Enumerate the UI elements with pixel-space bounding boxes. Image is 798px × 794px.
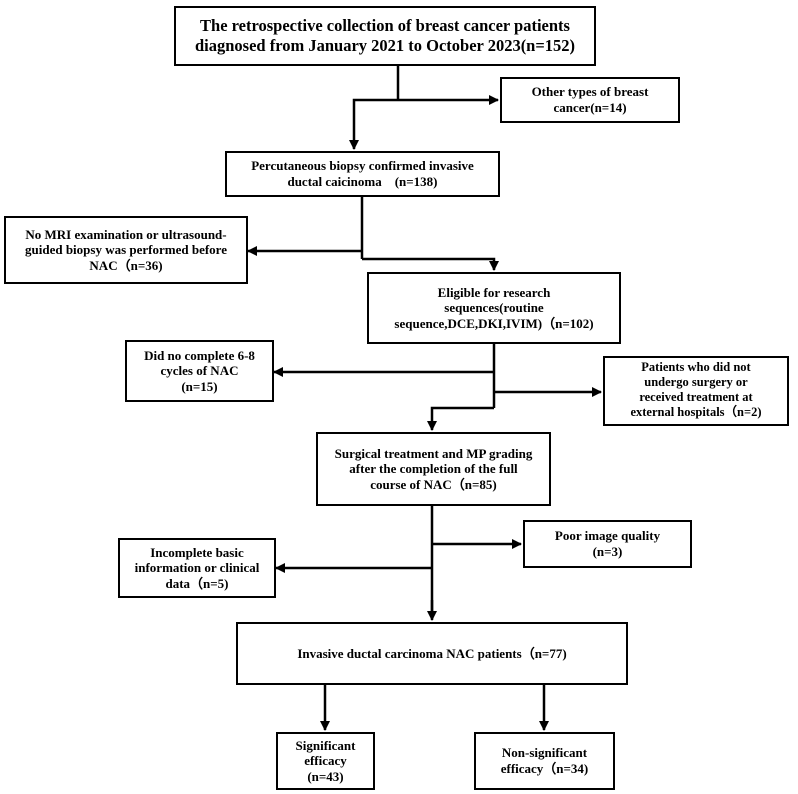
box-line: Non-significant (501, 745, 588, 761)
box-line: Did no complete 6-8 (144, 347, 255, 363)
box-line: NAC（n=36) (89, 257, 163, 273)
excluded-poor-image-box: Poor image quality (n=3) (523, 520, 692, 568)
non-significant-efficacy-box: Non-significant efficacy（n=34) (474, 732, 615, 790)
box-line: ductal caicinoma (n=138) (287, 174, 438, 189)
excluded-other-types-box: Other types of breast cancer(n=14) (500, 77, 680, 123)
box-line: Significant (295, 737, 356, 753)
box-line: cancer(n=14) (553, 100, 627, 115)
box-line: course of NAC（n=85) (370, 476, 497, 492)
box-line: Percutaneous biopsy confirmed invasive (251, 158, 474, 174)
box-line: No MRI examination or ultrasound- (25, 226, 227, 242)
box-line: Patients who did not (641, 360, 751, 374)
box-line: efficacy (304, 753, 347, 769)
box-line: sequence,DCE,DKI,IVIM)（n=102) (394, 315, 594, 331)
box-line: Invasive ductal carcinoma NAC patients（n… (297, 645, 567, 661)
final-cohort-box: Invasive ductal carcinoma NAC patients（n… (236, 622, 628, 685)
surgical-mp-grading-box: Surgical treatment and MP grading after … (316, 432, 551, 506)
connector-arrow (427, 406, 494, 431)
initial-cohort-box: The retrospective collection of breast c… (174, 6, 596, 66)
box-line: cycles of NAC (160, 363, 239, 379)
box-line: (n=15) (181, 378, 218, 394)
box-line: undergo surgery or (644, 375, 748, 389)
box-line: diagnosed from January 2021 to October 2… (194, 36, 576, 55)
box-line: received treatment at (639, 390, 753, 404)
excluded-incomplete-cycles-box: Did no complete 6-8 cycles of NAC (n=15) (125, 340, 274, 402)
connector-arrow (362, 257, 499, 271)
box-line: Other types of breast (531, 84, 649, 100)
box-line: efficacy（n=34) (500, 761, 589, 776)
connector-arrow (349, 98, 398, 150)
box-line: (n=43) (307, 768, 344, 784)
box-line: The retrospective collection of breast c… (200, 16, 570, 36)
box-line: (n=3) (592, 544, 623, 559)
box-line: information or clinical (134, 560, 260, 576)
excluded-no-surgery-box: Patients who did not undergo surgery or … (603, 356, 789, 426)
box-line: external hospitals（n=2) (630, 405, 762, 419)
box-line: Eligible for research (437, 284, 551, 300)
box-line: Incomplete basic (150, 544, 244, 560)
excluded-incomplete-info-box: Incomplete basic information or clinical… (118, 538, 276, 598)
box-line: Surgical treatment and MP grading (334, 445, 533, 461)
eligible-sequences-box: Eligible for research sequences(routine … (367, 272, 621, 344)
box-line: Poor image quality (554, 528, 661, 544)
box-line: guided biopsy was performed before (25, 242, 227, 258)
box-line: after the completion of the full (349, 461, 518, 477)
significant-efficacy-box: Significant efficacy (n=43) (276, 732, 375, 790)
box-line: data（n=5) (165, 575, 229, 591)
biopsy-confirmed-box: Percutaneous biopsy confirmed invasive d… (225, 151, 500, 197)
excluded-no-mri-box: No MRI examination or ultrasound- guided… (4, 216, 248, 284)
box-line: sequences(routine (444, 300, 544, 316)
